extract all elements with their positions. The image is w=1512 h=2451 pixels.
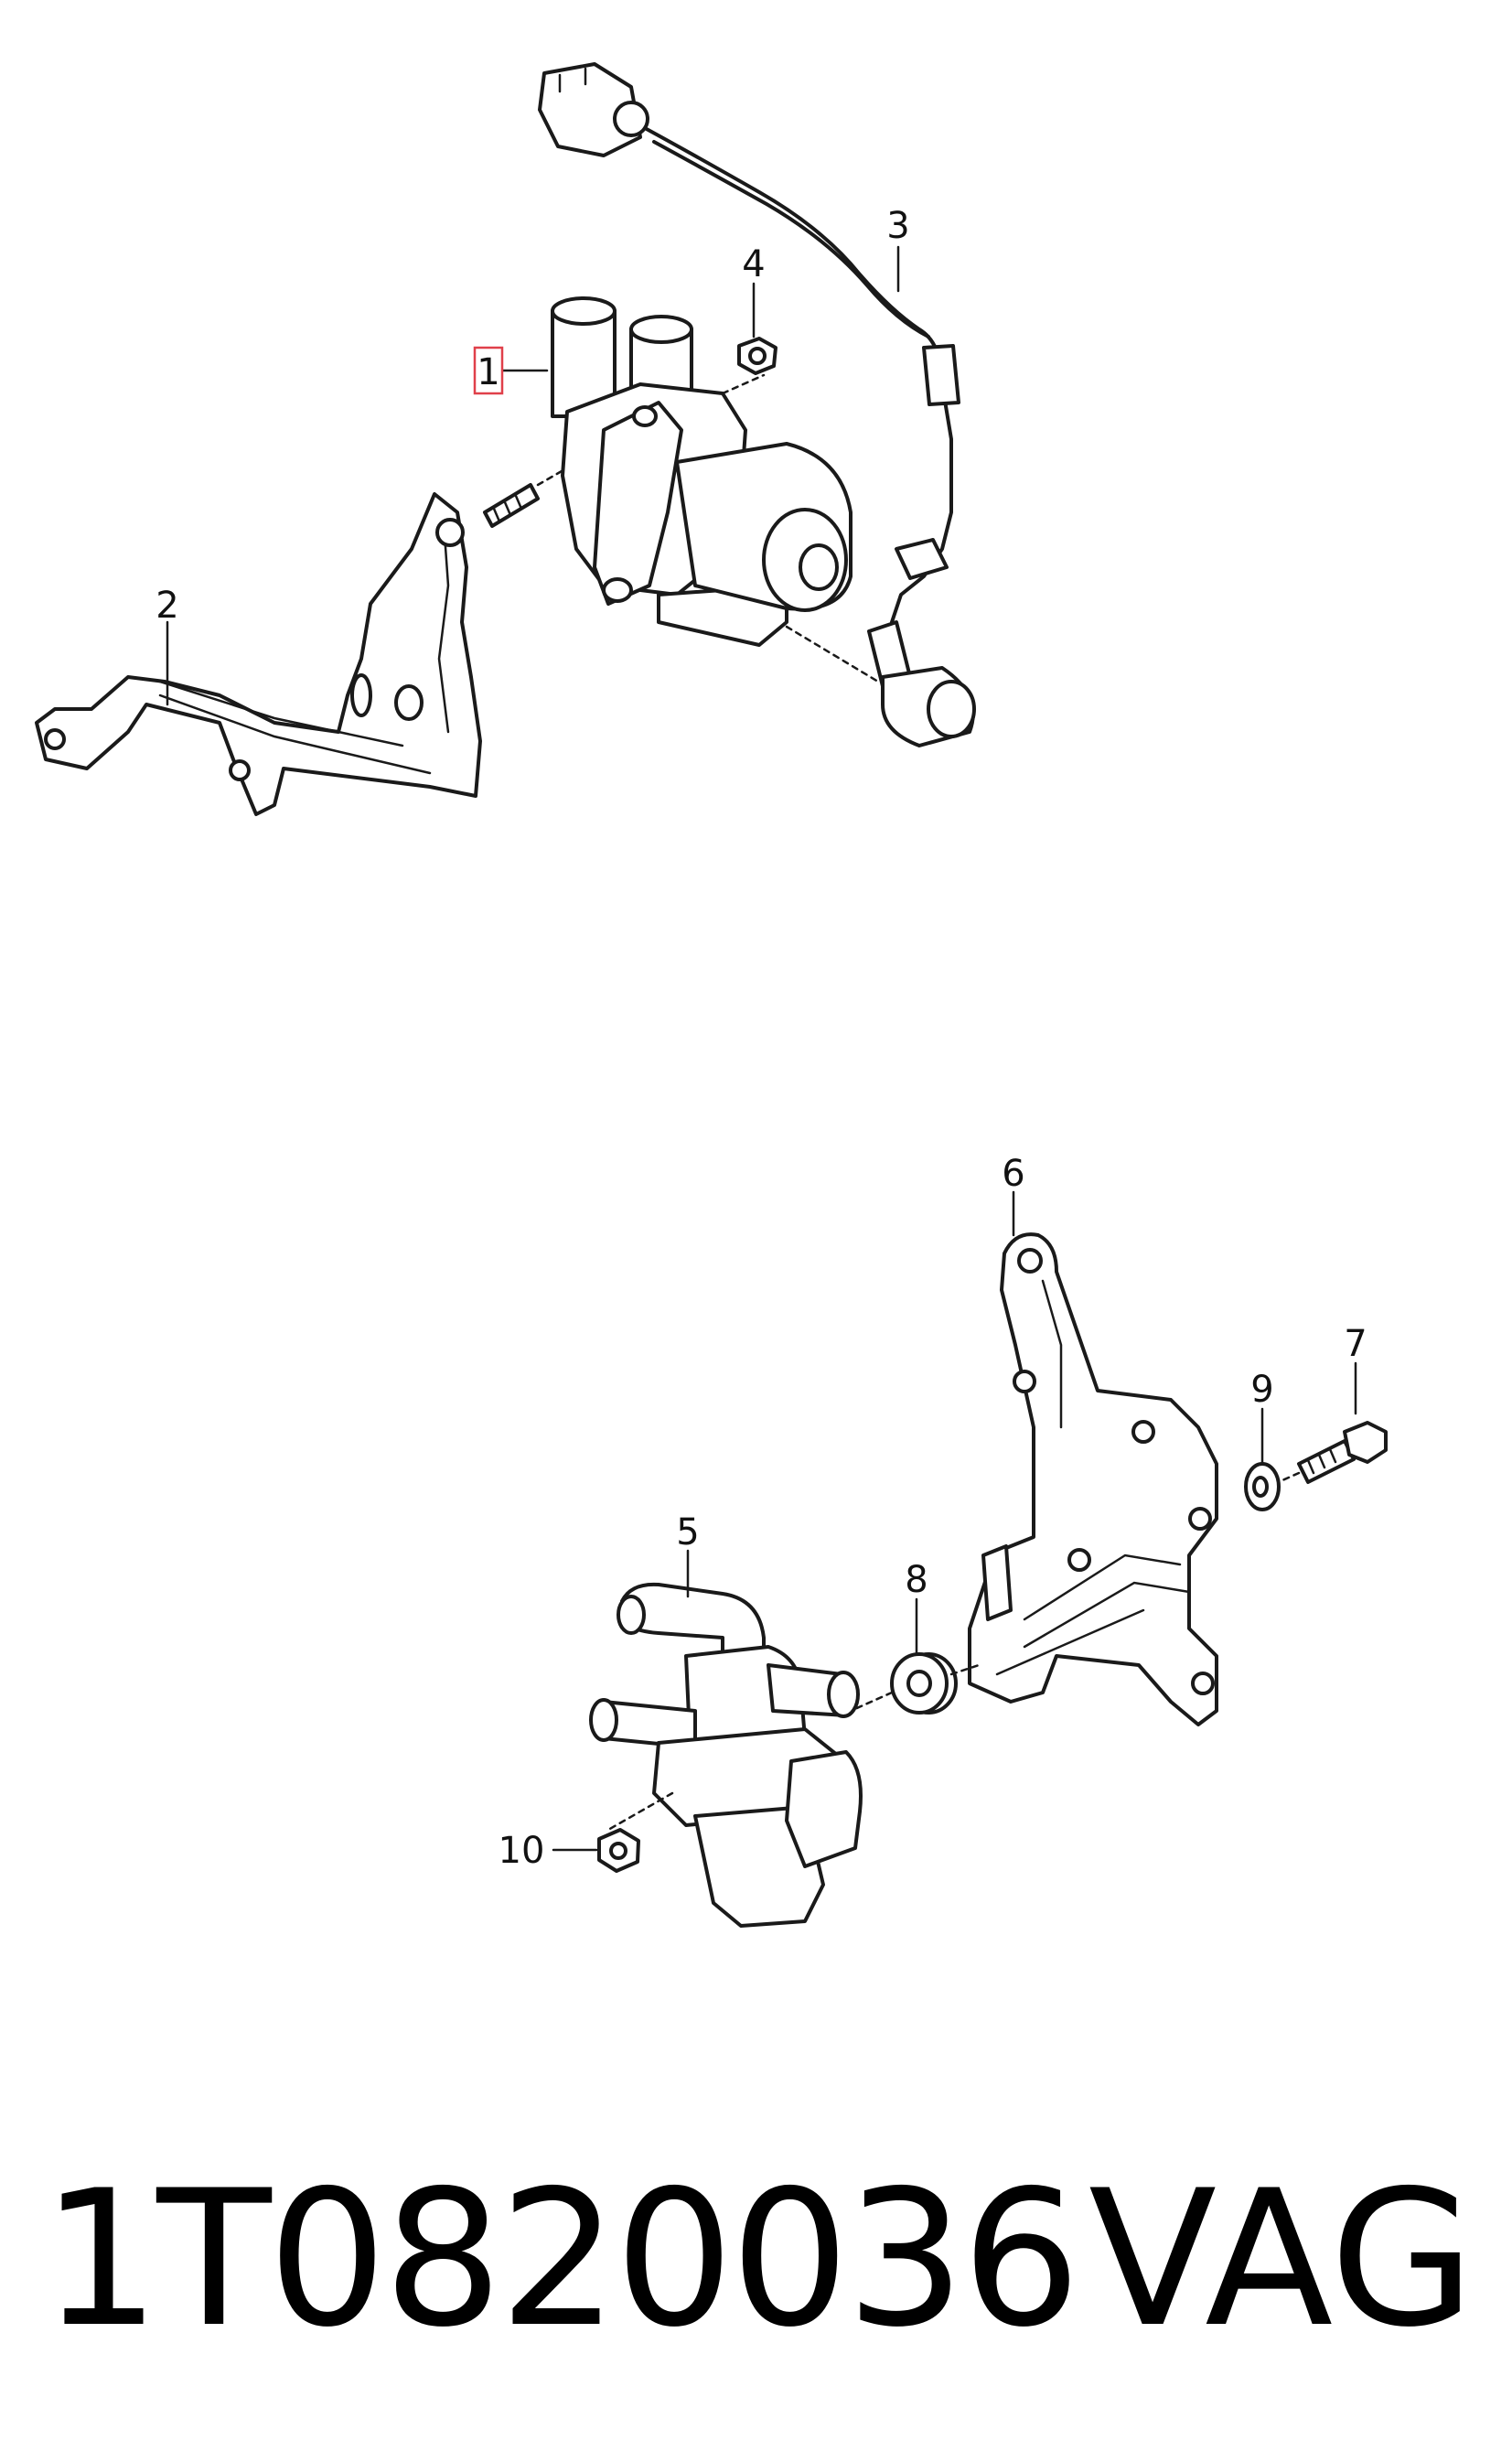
bracket-part-6 (968, 1232, 1218, 1726)
footer: 1T0820036 VAG (0, 2141, 1512, 2379)
nut-part-4 (737, 337, 777, 375)
bolt-part-7 (1256, 1421, 1388, 1493)
callout-8: 8 (905, 1559, 928, 1601)
brand-label: VAG (1088, 2151, 1475, 2369)
callout-1: 1 (477, 351, 499, 393)
valve-part-1 (551, 296, 880, 683)
callout-1-highlight (473, 346, 504, 395)
callout-9: 9 (1250, 1369, 1273, 1411)
callouts: 1 2 3 4 5 6 7 8 9 10 (155, 205, 1367, 1872)
washer-part-9 (1244, 1462, 1281, 1511)
callout-7: 7 (1344, 1323, 1367, 1365)
top-assembly (35, 62, 976, 816)
harness-part-3 (538, 62, 976, 747)
valve-part-5 (589, 1582, 863, 1928)
callout-10: 10 (499, 1830, 545, 1872)
callout-6: 6 (1002, 1153, 1024, 1195)
callout-3: 3 (886, 205, 909, 247)
bracket-part-2 (35, 492, 482, 816)
leader-lines (166, 245, 1357, 1852)
callout-5: 5 (676, 1511, 699, 1553)
grommet-part-8 (849, 1652, 981, 1715)
bottom-assembly (589, 1232, 1388, 1928)
callout-2: 2 (155, 585, 178, 627)
nut-part-10 (597, 1828, 640, 1873)
part-number: 1T0820036 (41, 2151, 1081, 2369)
callout-4: 4 (742, 243, 765, 285)
